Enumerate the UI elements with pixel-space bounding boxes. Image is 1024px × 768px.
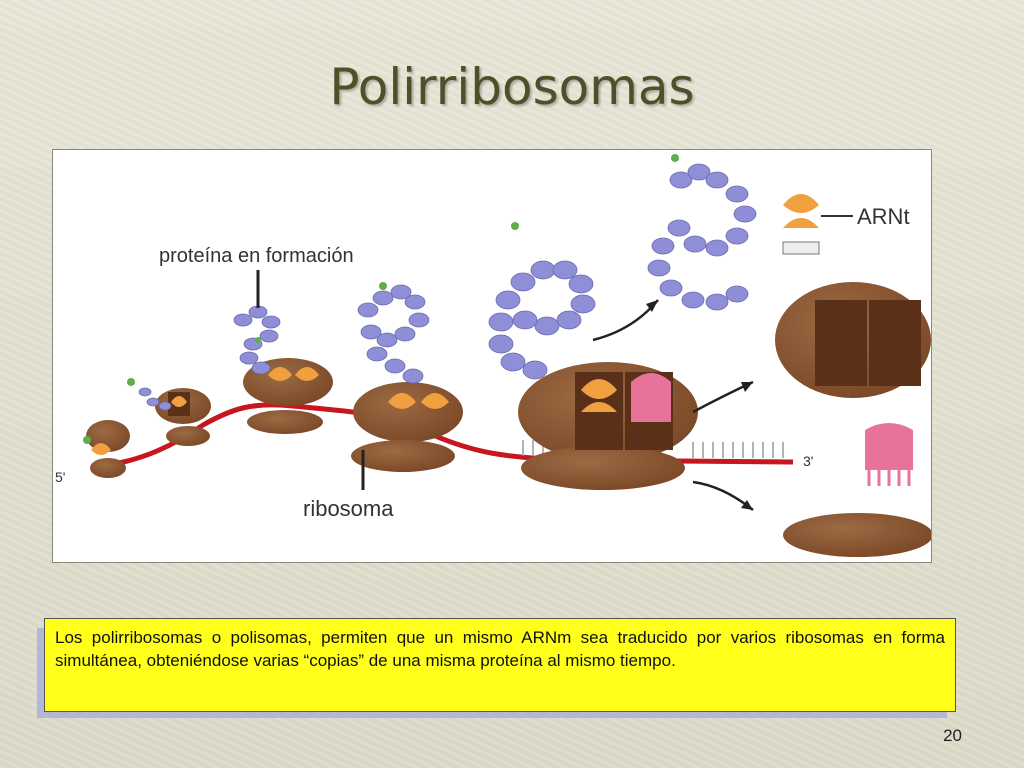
large-subunit	[775, 282, 931, 398]
label-protein-in-formation: proteína en formación	[159, 245, 354, 267]
page-number: 20	[943, 726, 962, 745]
ribosome-5	[488, 222, 698, 490]
polyribosome-diagram: proteína en formación ribosoma ARNt 5' 3…	[55, 154, 931, 557]
release-factor	[865, 423, 913, 486]
small-subunit	[783, 513, 931, 557]
caption-text: Los polirribosomas o polisomas, permiten…	[55, 628, 945, 670]
ribosome-1	[83, 420, 130, 478]
label-ribosome: ribosoma	[303, 496, 394, 521]
ribosome-3	[233, 305, 333, 434]
released-protein	[647, 163, 757, 311]
slide-title: Polirribosomas	[329, 58, 695, 116]
label-3-prime: 3'	[803, 453, 813, 469]
label-trna: ARNt	[857, 204, 910, 229]
free-trna	[782, 194, 853, 255]
label-5-prime: 5'	[55, 469, 65, 485]
mrna-codons	[522, 440, 784, 458]
caption-box: Los polirribosomas o polisomas, permiten…	[44, 618, 956, 712]
polyribosome-figure: proteína en formación ribosoma ARNt 5' 3…	[52, 149, 932, 563]
ribosome-4	[351, 282, 463, 472]
ribosome-2	[127, 378, 211, 446]
